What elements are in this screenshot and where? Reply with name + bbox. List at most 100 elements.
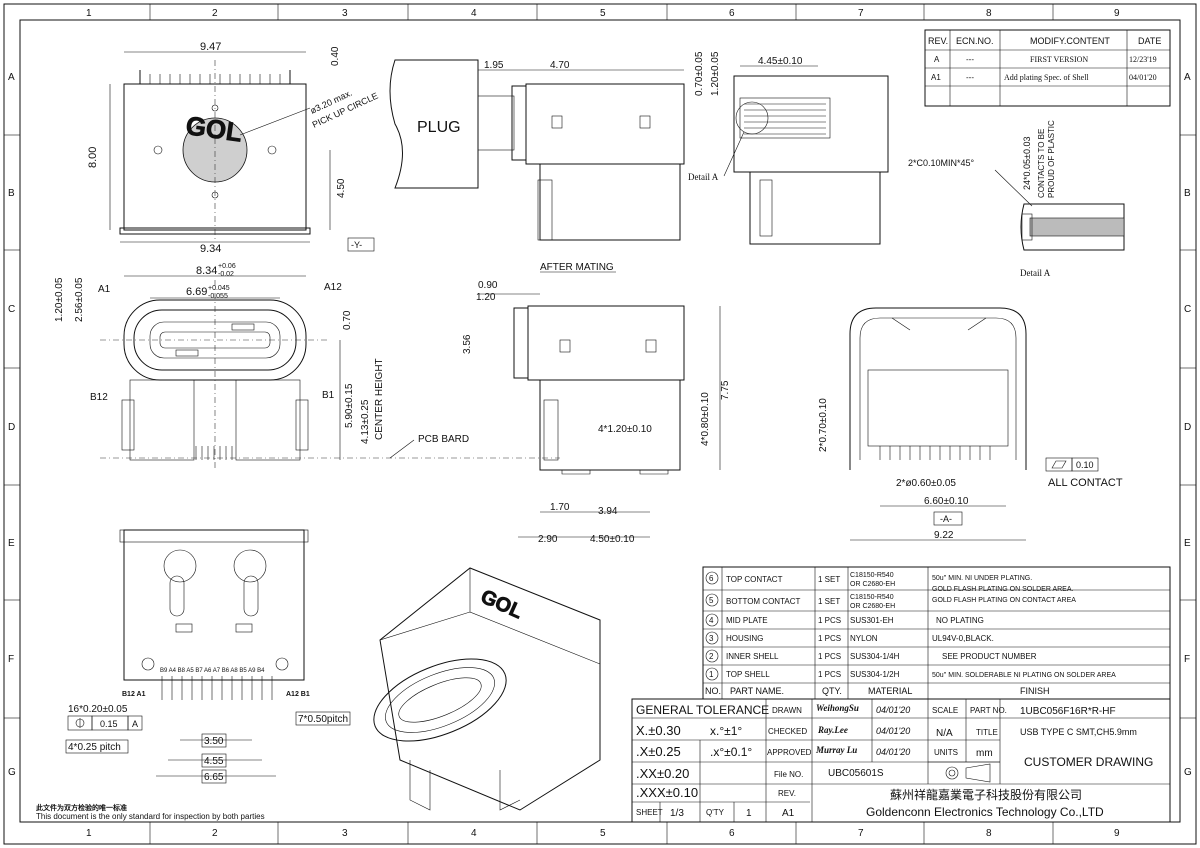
detail-note-2: PROUD OF PLASTIC bbox=[1047, 120, 1056, 198]
grid-row-e: E bbox=[8, 538, 15, 549]
rev-header-rev: REV. bbox=[928, 36, 948, 46]
grid-col-2: 2 bbox=[212, 8, 218, 19]
title-value: USB TYPE C SMT,CH5.9mm bbox=[1020, 727, 1137, 737]
checked-label: CHECKED bbox=[768, 727, 807, 736]
bom-row-6-mat2: OR C2680-EH bbox=[850, 581, 895, 588]
grid-row-b-right: B bbox=[1184, 188, 1191, 199]
grid-row-c-right: C bbox=[1184, 304, 1191, 315]
rev-header-content: MODIFY.CONTENT bbox=[1030, 36, 1110, 46]
bom-row-5-name: BOTTOM CONTACT bbox=[726, 597, 800, 606]
footer-note-en: This document is the only standard for i… bbox=[36, 812, 265, 821]
side-dim-4x120: 4*1.20±0.10 bbox=[598, 424, 652, 435]
grid-row-b: B bbox=[8, 188, 15, 199]
grid-row-f: F bbox=[8, 654, 14, 665]
grid-col-1-bottom: 1 bbox=[86, 828, 92, 839]
bom-row-3-no: 3 bbox=[709, 634, 714, 643]
rev-row-2-content: Add plating Spec. of Shell bbox=[1004, 73, 1089, 82]
rear-dim-660: 6.60±0.10 bbox=[924, 496, 969, 507]
center-height-label: CENTER HEIGHT bbox=[374, 358, 385, 440]
bom-header-name: PART NAME. bbox=[730, 686, 784, 696]
side-dim-170: 1.70 bbox=[550, 502, 570, 513]
company-name-en: Goldenconn Electronics Technology Co.,LT… bbox=[866, 805, 1104, 819]
detail-a-view: 2*C0.10MIN*45° 24*0.05±0.03 CONTACTS TO … bbox=[908, 120, 1125, 278]
bom-row-5-mat2: OR C2680-EH bbox=[850, 603, 895, 610]
grid-col-4: 4 bbox=[471, 8, 477, 19]
part-no-label: PART NO. bbox=[970, 706, 1007, 715]
footprint-view: B9 A4 B8 A5 B7 A6 A7 B6 A8 B5 A9 B4 B12 … bbox=[65, 529, 351, 784]
bom-row-4-mat1: SUS301-EH bbox=[850, 616, 894, 625]
bom-row-4-name: MID PLATE bbox=[726, 616, 768, 625]
grid-col-3-bottom: 3 bbox=[342, 828, 348, 839]
front-dim-669-tol-dn: -0.055 bbox=[208, 293, 228, 300]
footprint-left-label: B12 A1 bbox=[122, 691, 146, 698]
bom-row-6-fin2: GOLD FLASH PLATING ON SOLDER AREA. bbox=[932, 586, 1074, 593]
scale-value: N/A bbox=[936, 728, 953, 739]
revision-table: REV. ECN.NO. MODIFY.CONTENT DATE A --- F… bbox=[924, 29, 1171, 107]
approved-label: APPROVED bbox=[767, 748, 812, 757]
tol-x: X.±0.30 bbox=[636, 723, 681, 738]
bom-row-4-no: 4 bbox=[709, 616, 714, 625]
tol-angle-1: x.°±1° bbox=[710, 724, 742, 738]
side-dim-775: 7.75 bbox=[720, 380, 731, 400]
rev-header-ecn: ECN.NO. bbox=[956, 36, 994, 46]
bom-row-3-mat1: NYLON bbox=[850, 634, 878, 643]
front-view: 8.34 +0.06 -0.02 6.69 +0.045 -0.055 2.56… bbox=[54, 263, 560, 470]
drawn-label: DRAWN bbox=[772, 706, 802, 715]
sheet-label: SHEET bbox=[636, 808, 663, 817]
side-dim-090: 0.90 bbox=[478, 280, 498, 291]
grid-ticks bbox=[4, 4, 1196, 844]
bom-table: 6 TOP CONTACT 1 SET C18150-R540 OR C2680… bbox=[702, 566, 1171, 700]
grid-col-6-bottom: 6 bbox=[729, 828, 735, 839]
bom-row-6-mat1: C18150-R540 bbox=[850, 572, 894, 579]
side-dim-120: 1.20 bbox=[476, 292, 496, 303]
plug-label: PLUG bbox=[417, 119, 461, 136]
grid-row-d-right: D bbox=[1184, 422, 1191, 433]
grid-row-a-right: A bbox=[1184, 72, 1191, 83]
mating-dim-470: 4.70 bbox=[550, 60, 570, 71]
rear-dim-922: 9.22 bbox=[934, 530, 954, 541]
bom-row-5-mat1: C18150-R540 bbox=[850, 594, 894, 601]
scale-label: SCALE bbox=[932, 706, 958, 715]
footprint-dim-665: 6.65 bbox=[204, 772, 224, 783]
approved-by: Murray Lu bbox=[815, 745, 857, 755]
section-view: 4.45±0.10 0.70±0.05 1.20±0.05 Detail A bbox=[688, 51, 889, 245]
drawn-by: WeihongSu bbox=[816, 703, 859, 713]
rev-value: A1 bbox=[782, 808, 795, 819]
footer-note-cn: 此文件为双方检验的唯一标准 bbox=[36, 803, 127, 812]
front-dim-834-tol-dn: -0.02 bbox=[218, 271, 234, 278]
bom-header-no: NO. bbox=[705, 686, 721, 696]
drawn-date: 04/01'20 bbox=[876, 705, 910, 715]
bom-row-2-mat1: SUS304-1/4H bbox=[850, 652, 900, 661]
bom-row-6-no: 6 bbox=[709, 574, 714, 583]
footprint-dim-16x020: 16*0.20±0.05 bbox=[68, 704, 128, 715]
footprint-dim-7x050: 7*0.50pitch bbox=[298, 714, 348, 725]
top-dim-bottom: 9.34 bbox=[200, 243, 221, 255]
detail-note-1: CONTACTS TO BE bbox=[1037, 129, 1046, 198]
rear-dim-2x060: 2*ø0.60±0.05 bbox=[896, 478, 956, 489]
side-dim-450: 4.50±0.10 bbox=[590, 534, 635, 545]
tol-xxx: .XXX±0.10 bbox=[636, 785, 698, 800]
bom-row-6-fin3: GOLD FLASH PLATING ON CONTACT AREA bbox=[932, 597, 1076, 604]
all-contact-label: ALL CONTACT bbox=[1048, 477, 1123, 489]
bom-row-1-fin1: 50u'' MIN. SOLDERABLE NI PLATING ON SOLD… bbox=[932, 672, 1116, 679]
front-dim-590: 5.90±0.15 bbox=[344, 383, 355, 428]
detail-dim-024: 24*0.05±0.03 bbox=[1022, 137, 1032, 191]
grid-labels: 1 2 3 4 5 6 7 8 9 1 2 3 4 5 6 7 8 9 A B … bbox=[8, 8, 1192, 839]
qty-value: 1 bbox=[746, 808, 752, 819]
top-dim-450: 4.50 bbox=[336, 178, 347, 198]
file-no-label: File NO. bbox=[774, 770, 803, 779]
bom-row-6-fin1: 50u'' MIN. NI UNDER PLATING. bbox=[932, 575, 1032, 582]
side-dim-394: 3.94 bbox=[598, 506, 618, 517]
units-value: mm bbox=[976, 748, 993, 759]
footprint-dim-350: 3.50 bbox=[204, 736, 224, 747]
title-block: GENERAL TOLERANCE X.±0.30 .X±0.25 .XX±0.… bbox=[631, 698, 1171, 823]
rev-label: REV. bbox=[778, 789, 796, 798]
side-dim-356: 3.56 bbox=[462, 334, 473, 354]
datum-a: -A- bbox=[940, 514, 952, 524]
footprint-pin-labels: B9 A4 B8 A5 B7 A6 A7 B6 A8 B5 A9 B4 bbox=[160, 668, 265, 674]
grid-col-1: 1 bbox=[86, 8, 92, 19]
approved-date: 04/01'20 bbox=[876, 747, 910, 757]
rev-row-2-rev: A1 bbox=[931, 73, 941, 82]
front-dim-834: 8.34 bbox=[196, 265, 217, 277]
